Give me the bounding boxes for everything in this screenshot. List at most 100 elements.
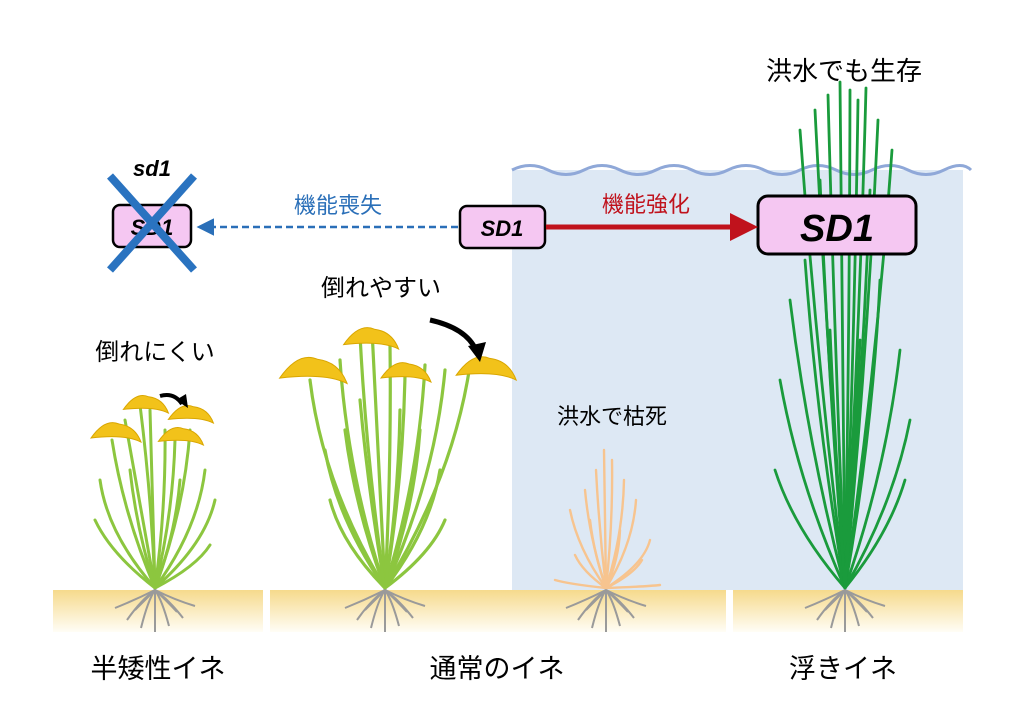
normal-rice-plant	[278, 327, 518, 590]
annotation-easy-to-lodge: 倒れやすい	[321, 274, 441, 302]
grain-cluster	[455, 356, 518, 382]
leaf-blade	[153, 468, 207, 590]
dead-leaf-blade	[604, 528, 622, 590]
root-system	[114, 589, 196, 632]
grain-cluster	[167, 405, 215, 425]
leaf-blade	[843, 348, 902, 590]
root-strand	[844, 589, 886, 607]
gain-of-function-arrowhead	[730, 213, 758, 241]
grain-cluster	[157, 427, 205, 447]
dead-leaf-blade	[588, 518, 608, 590]
lodging-arrow-large	[429, 317, 479, 352]
annotation-survives-flood: 洪水でも生存	[766, 57, 922, 87]
leaf-blade	[843, 278, 882, 590]
leaf-blade	[123, 418, 157, 590]
cross-line-2	[107, 173, 197, 273]
leaf-blade	[828, 328, 847, 590]
root-strand	[605, 589, 629, 613]
annotation-killed-by-flood: 洪水で枯死	[557, 405, 667, 430]
lodging-arrow-small-head	[176, 394, 188, 408]
semi-dwarf-rice-plant	[89, 395, 217, 590]
leaf-blade	[383, 368, 447, 590]
leaf-blade	[383, 363, 472, 590]
root-strand	[364, 589, 386, 611]
gene-box-sd1-large-text: SD1	[800, 208, 874, 250]
leaf-blade	[328, 498, 387, 590]
leaf-blade	[93, 518, 157, 590]
leaf-blade	[383, 408, 402, 590]
water-wave	[511, 164, 973, 176]
root-strand	[824, 589, 846, 611]
gene-box-sd1-middle	[458, 204, 547, 250]
leaf-blade	[110, 438, 157, 590]
dead-leaf-blade	[604, 583, 662, 590]
dead-leaf-blade	[604, 558, 644, 590]
label-semi-dwarf-rice: 半矮性イネ	[91, 654, 226, 685]
root-system	[344, 589, 426, 632]
root-strand	[384, 589, 426, 607]
root-strand	[154, 589, 196, 607]
grain-cluster	[379, 362, 432, 384]
leaf-blade	[98, 478, 157, 590]
dead-rice-plant	[553, 448, 662, 590]
leaf-blade	[826, 93, 847, 590]
leaf-blade	[308, 378, 387, 590]
leaf-blade	[153, 428, 167, 590]
root-strand	[134, 589, 156, 611]
leaf-blade	[323, 448, 387, 590]
label-normal-rice: 通常のイネ	[430, 654, 565, 685]
leaf-blade	[803, 258, 847, 590]
root-strand	[844, 589, 868, 613]
gain-of-function-label: 機能強化	[602, 193, 690, 218]
root-strand	[384, 589, 408, 613]
roots	[114, 589, 886, 632]
dead-leaf-blade	[553, 578, 608, 590]
label-floating-rice: 浮きイネ	[789, 654, 897, 685]
loss-of-function-label: 機能喪失	[294, 194, 382, 219]
leaf-blade	[838, 80, 847, 590]
leaf-blade	[358, 398, 387, 590]
soil-strip-2	[270, 590, 726, 632]
dead-leaf-blade	[604, 498, 638, 590]
gene-box-sd1-large	[756, 194, 918, 256]
leaf-blade	[798, 128, 847, 590]
leaf-blade	[843, 418, 912, 590]
leaf-blade	[788, 298, 847, 590]
gene-box-sd1-middle-text: SD1	[481, 216, 524, 241]
leaf-blade	[383, 518, 447, 590]
leaf-blade	[128, 468, 157, 590]
leaf-blade	[843, 478, 907, 590]
lodging-arrow-large-head	[468, 342, 486, 362]
leaf-blade	[148, 408, 157, 590]
root-strand	[605, 589, 647, 607]
grain-cluster	[342, 327, 400, 351]
dead-leaf-blade	[594, 468, 608, 590]
root-strand	[585, 589, 607, 611]
root-system	[565, 589, 647, 632]
leaf-blade	[383, 428, 422, 590]
leaf-blade	[153, 543, 212, 590]
dead-leaf-blade	[604, 458, 614, 590]
leaf-blade	[843, 338, 862, 590]
grain-cluster	[122, 395, 170, 415]
leaf-blade	[153, 498, 217, 590]
floating-rice-plant	[773, 80, 912, 590]
grain-cluster	[89, 422, 142, 444]
grain-cluster	[278, 356, 349, 385]
annotation-hard-to-lodge: 倒れにくい	[95, 338, 215, 366]
leaf-blade	[153, 438, 177, 590]
leaf-blade	[343, 428, 387, 590]
leaf-blade	[383, 468, 442, 590]
root-strand	[154, 589, 178, 613]
dead-leaf-blade	[568, 508, 608, 590]
leaf-blade	[773, 468, 847, 590]
leaf-blade	[778, 378, 847, 590]
mutant-gene-label: sd1	[133, 156, 171, 181]
root-system	[804, 589, 886, 632]
leaf-blade	[153, 478, 182, 590]
dead-leaf-blade	[573, 553, 608, 590]
leaf-blade	[370, 328, 387, 590]
dead-leaf-blade	[602, 448, 608, 590]
